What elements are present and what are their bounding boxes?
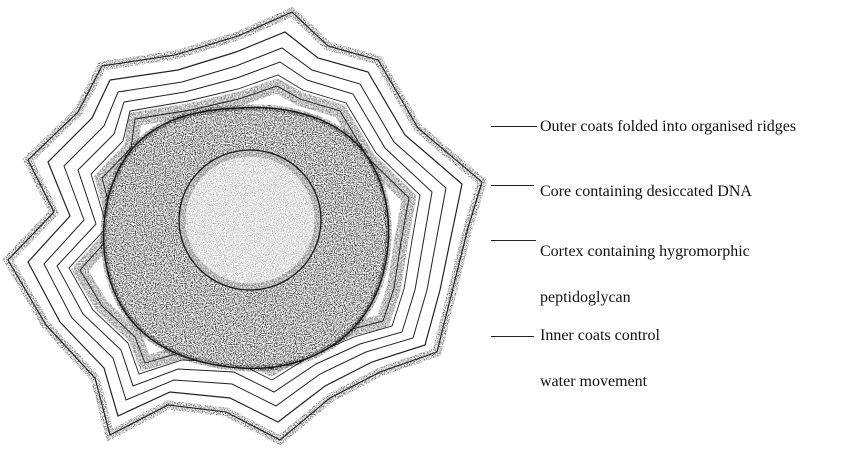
core-region — [179, 150, 321, 290]
inner-coats-label-line2: water movement — [540, 373, 647, 391]
cortex-label-line1: Cortex containing hygromorphic — [540, 243, 750, 261]
outer-coats-leader — [491, 126, 537, 127]
cortex-leader — [491, 240, 536, 241]
outer-coats-label: Outer coats folded into organised ridges — [540, 118, 796, 136]
core-label: Core containing desiccated DNA — [540, 183, 752, 201]
core-leader — [491, 185, 534, 186]
inner-coats-leader — [491, 336, 534, 337]
inner-coats-label-line1: Inner coats control — [540, 327, 660, 345]
cortex-label-line2: peptidoglycan — [540, 289, 631, 307]
